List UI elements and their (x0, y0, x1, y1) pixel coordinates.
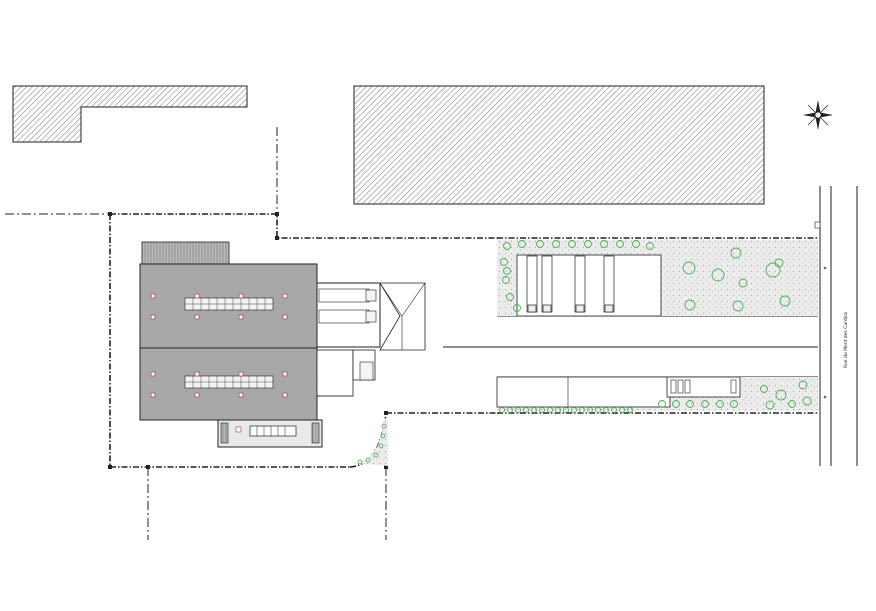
south-annex (217, 419, 323, 448)
annex-column-east (311, 422, 320, 444)
main-building (139, 241, 426, 448)
street (819, 186, 858, 466)
neighbor-building-north (353, 85, 765, 205)
boundary-markers (108, 212, 388, 469)
corner-shrubs (357, 423, 387, 465)
driveway (443, 315, 818, 378)
south-annex-window-strip (249, 425, 297, 437)
north-arrow-icon (804, 101, 832, 129)
truck-parking (516, 254, 662, 317)
landscape-corner (352, 420, 388, 466)
ridge-canopy (141, 241, 230, 265)
trees-south (499, 380, 812, 413)
annex-column-west (220, 422, 229, 444)
property-boundary (5, 127, 387, 540)
neighbor-building-west (12, 85, 248, 143)
car-parking-row (496, 376, 671, 408)
street-name-label: Rue du Mont des Cardins (843, 311, 849, 368)
parked-cars (670, 379, 737, 394)
parked-trucks (526, 255, 615, 313)
trees-north (500, 240, 791, 312)
